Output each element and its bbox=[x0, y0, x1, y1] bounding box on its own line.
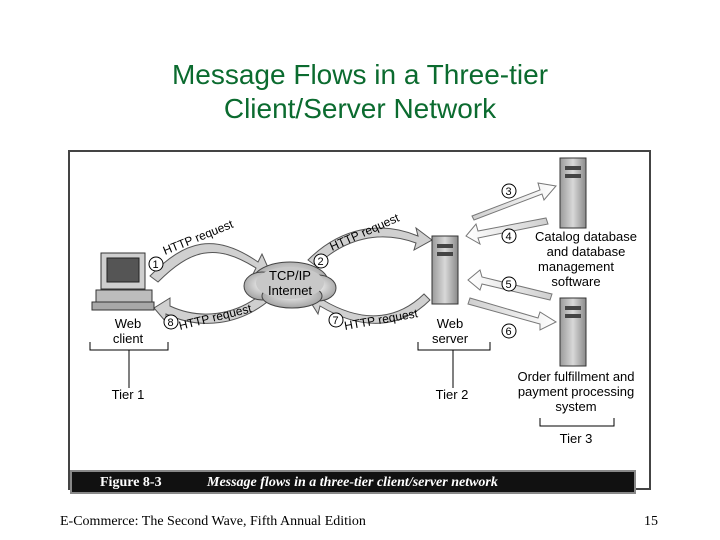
tier3-label: Tier 3 bbox=[560, 431, 593, 446]
cloud-label-line1: TCP/IP bbox=[269, 268, 311, 283]
catalog-database-server-icon bbox=[559, 157, 587, 229]
step-circle-3: 3 bbox=[501, 183, 517, 199]
web-client-computer-icon bbox=[91, 252, 155, 311]
catalog-label-line4: software bbox=[551, 274, 600, 289]
web-server-icon bbox=[431, 235, 459, 305]
order-label-line3: system bbox=[555, 399, 596, 414]
arc-label-8: HTTP request bbox=[177, 301, 253, 333]
tier3-bracket bbox=[539, 418, 615, 427]
web-server-label-line2: server bbox=[432, 331, 469, 346]
step-circle-4: 4 bbox=[501, 228, 517, 244]
figure-caption-bar: Figure 8-3 Message flows in a three-tier… bbox=[70, 470, 636, 494]
slide-title-line1: Message Flows in a Three-tier bbox=[171, 59, 549, 90]
order-fulfillment-server-icon bbox=[559, 297, 587, 367]
flow-arrow-step3 bbox=[471, 182, 557, 221]
step-circle-5: 5 bbox=[501, 276, 517, 292]
footer-book-title: E-Commerce: The Second Wave, Fifth Annua… bbox=[60, 514, 366, 529]
step-number-8: 8 bbox=[168, 317, 174, 329]
step-number-4: 4 bbox=[506, 231, 512, 243]
step-circle-7: 7 bbox=[328, 312, 344, 328]
step-circle-6: 6 bbox=[501, 323, 517, 339]
flow-arrow-internet-to-client bbox=[153, 291, 273, 324]
web-client-label-line2: client bbox=[113, 331, 144, 346]
figure-number: Figure 8-3 bbox=[100, 475, 162, 490]
step-number-3: 3 bbox=[506, 186, 512, 198]
step-number-5: 5 bbox=[506, 279, 512, 291]
step-number-2: 2 bbox=[318, 256, 324, 268]
step-number-1: 1 bbox=[153, 259, 159, 271]
web-client-label-line1: Web bbox=[115, 316, 142, 331]
catalog-label-line1: Catalog database bbox=[535, 229, 637, 244]
slide-title: Message Flows in a Three-tier Client/Ser… bbox=[0, 58, 720, 126]
slide-title-line2: Client/Server Network bbox=[223, 93, 497, 124]
arc-label-7: HTTP request bbox=[343, 306, 419, 333]
step-number-7: 7 bbox=[333, 315, 339, 327]
order-label-line2: payment processing bbox=[518, 384, 634, 399]
tier2-bracket bbox=[417, 342, 491, 351]
tier2-label: Tier 2 bbox=[436, 387, 469, 402]
internet-cloud: TCP/IP Internet bbox=[243, 261, 337, 309]
step-circle-2: 2 bbox=[313, 253, 329, 269]
tier1-label: Tier 1 bbox=[112, 387, 145, 402]
web-server-label-line1: Web bbox=[437, 316, 464, 331]
cloud-label-line2: Internet bbox=[268, 283, 312, 298]
step-circle-8: 8 bbox=[163, 314, 179, 330]
catalog-label-line3: management bbox=[538, 259, 614, 274]
step-number-6: 6 bbox=[506, 326, 512, 338]
catalog-label-line2: and database bbox=[547, 244, 626, 259]
step-circle-1: 1 bbox=[148, 256, 164, 272]
page-number: 15 bbox=[644, 514, 658, 529]
flow-arrow-step5 bbox=[467, 297, 558, 331]
figure-caption: Message flows in a three-tier client/ser… bbox=[207, 475, 498, 490]
order-label-line1: Order fulfillment and bbox=[517, 369, 634, 384]
